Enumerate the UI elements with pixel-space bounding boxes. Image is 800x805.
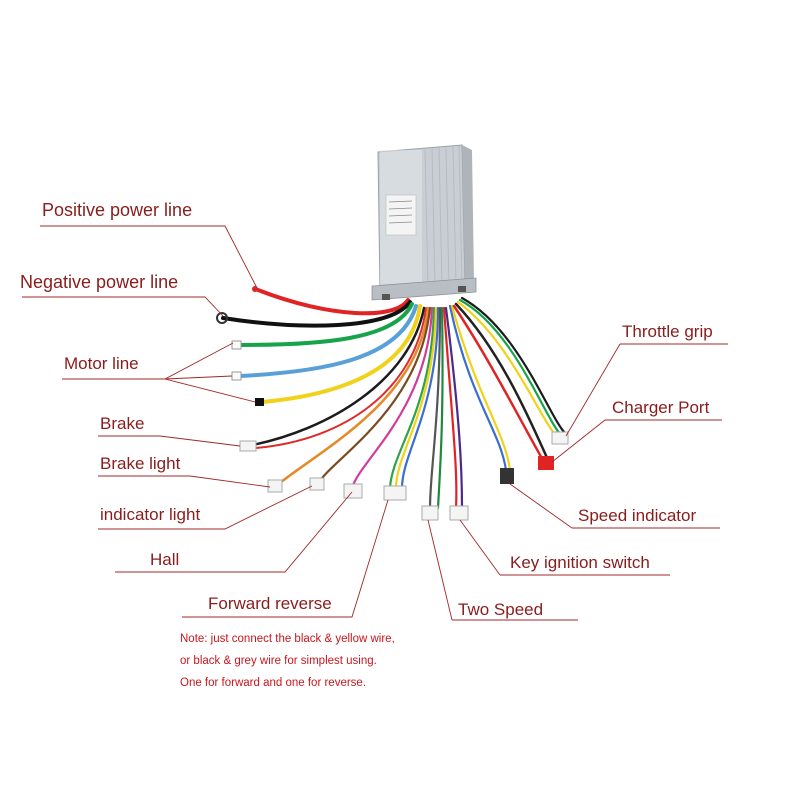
leader-hall <box>115 491 353 573</box>
label-brake: Brake <box>100 414 145 433</box>
label-positive-power-line: Positive power line <box>42 200 193 220</box>
motor-wire-blue <box>238 304 418 378</box>
motor-wire-yellow <box>260 304 422 404</box>
charger-wire <box>452 304 546 464</box>
throttle-connector <box>551 431 569 445</box>
label-brake-light: Brake light <box>100 454 181 473</box>
hall-wire-a <box>388 306 436 490</box>
usage-note: Note: just connect the black & yellow wi… <box>180 628 395 694</box>
label-throttle-grip: Throttle grip <box>622 322 713 341</box>
label-charger-port: Charger Port <box>612 398 710 417</box>
two-speed-wire <box>428 306 442 510</box>
leader-positive-power <box>40 225 258 289</box>
leader-indicator-light <box>98 485 313 530</box>
motor-connector-green <box>231 340 242 350</box>
speed-indicator-wire <box>448 304 508 472</box>
indicator-connector <box>343 483 363 499</box>
label-hall: Hall <box>150 550 180 569</box>
note-line-1: Note: just connect the black & yellow wi… <box>180 633 395 645</box>
ring-terminal <box>216 312 228 324</box>
brake-connector <box>239 440 257 452</box>
label-negative-power-line: Negative power line <box>20 272 179 292</box>
leader-lines <box>22 225 728 621</box>
leader-brake <box>98 435 241 447</box>
charger-port-connector <box>538 456 554 470</box>
positive-terminal <box>252 286 258 292</box>
label-motor-line: Motor line <box>64 354 139 373</box>
brake-wire <box>246 306 426 448</box>
brake-light-wire <box>274 306 430 488</box>
leader-negative-power <box>22 296 224 317</box>
connectors <box>216 286 569 521</box>
note-line-2: or black & grey wire for simplest using. <box>180 655 377 667</box>
motor-connector-yellow <box>255 398 264 406</box>
label-key-ignition-switch: Key ignition switch <box>510 553 650 572</box>
wire-bundle <box>221 288 568 510</box>
controller-sticker <box>385 194 417 236</box>
motor-connector-blue <box>231 371 242 381</box>
two-speed-connector <box>421 505 439 521</box>
key-switch-connector <box>449 505 469 521</box>
brake-light-connector <box>267 479 283 493</box>
leader-brake-light <box>98 475 271 488</box>
key-switch-wire <box>442 306 458 510</box>
hall-connector <box>383 485 407 501</box>
leader-forward-reverse <box>182 499 389 618</box>
throttle-wire <box>456 300 560 440</box>
label-speed-indicator: Speed indicator <box>578 506 697 525</box>
motor-wire-green <box>238 302 414 347</box>
controller-box <box>371 144 477 301</box>
note-line-3: One for forward and one for reverse. <box>180 677 367 689</box>
negative-power-wire <box>221 300 412 328</box>
brake-light-connector-2 <box>309 477 325 491</box>
indicator-light-wire <box>350 306 434 490</box>
label-two-speed: Two Speed <box>458 600 544 619</box>
positive-power-wire <box>256 288 410 316</box>
label-indicator-light: indicator light <box>100 505 201 524</box>
speed-indicator-connector <box>500 468 514 484</box>
label-forward-reverse: Forward reverse <box>208 594 332 613</box>
